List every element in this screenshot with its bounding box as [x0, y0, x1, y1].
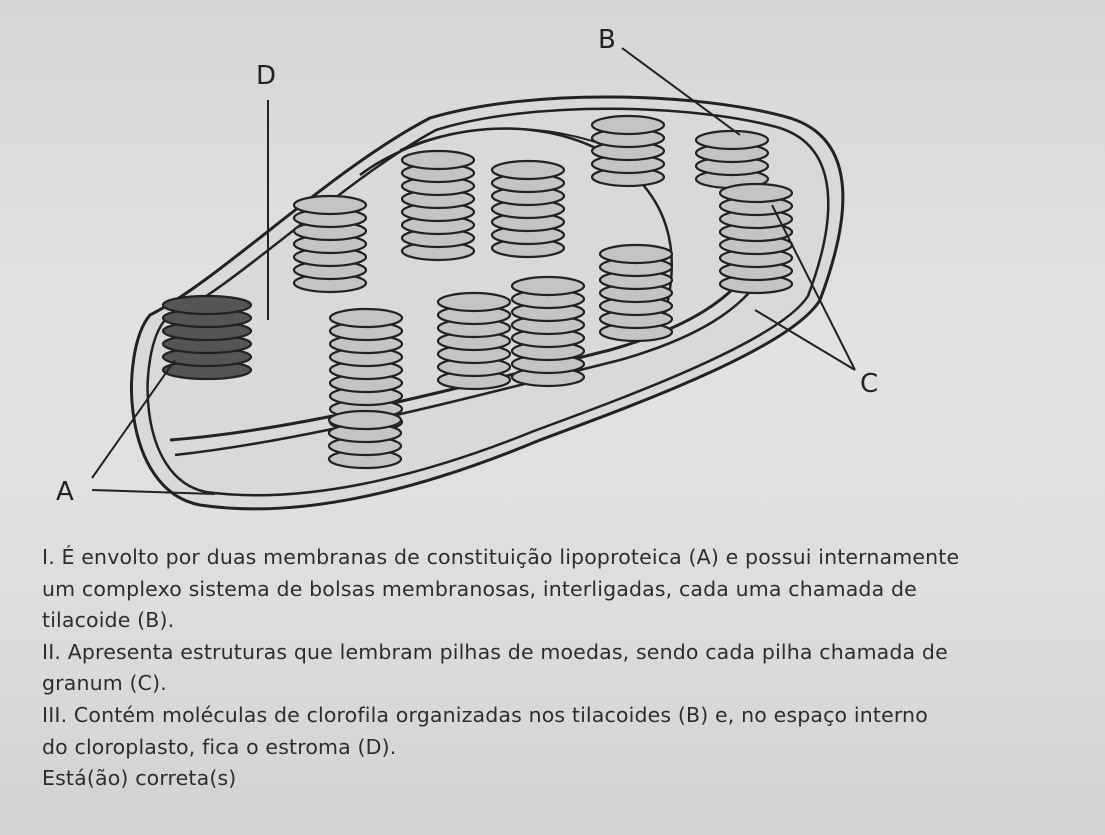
thylakoid-disc: [400, 149, 476, 171]
question-text: I. É envolto por duas membranas de const…: [42, 542, 1092, 795]
granum-stack: [328, 307, 404, 433]
granum-stack: [590, 114, 666, 188]
label-d: D: [256, 61, 276, 91]
granum-stack: [598, 243, 674, 343]
thylakoid-disc: [292, 194, 368, 216]
granum-stack: [718, 182, 794, 295]
thylakoid-disc: [436, 291, 512, 313]
pointer-c: [754, 309, 856, 371]
thylakoid-disc: [161, 294, 253, 316]
label-a: A: [56, 477, 74, 507]
statement-line: III. Contém moléculas de clorofila organ…: [42, 702, 928, 727]
thylakoid-disc: [327, 409, 403, 431]
statement-line: II. Apresenta estruturas que lembram pil…: [42, 639, 948, 664]
grana-group: [161, 114, 794, 470]
granum-stack: [436, 291, 512, 391]
pointer-a: [91, 489, 216, 495]
pointer-a: [91, 359, 176, 479]
statement-line: I. É envolto por duas membranas de const…: [42, 545, 960, 569]
thylakoid-disc: [328, 307, 404, 329]
statement-line: do cloroplasto, fica o estroma (D).: [42, 734, 397, 759]
thylakoid-disc: [590, 114, 666, 136]
pointer-b: [621, 47, 741, 136]
granum-stack: [161, 294, 253, 381]
label-b: B: [598, 25, 616, 55]
pointer-c: [771, 204, 856, 371]
thylakoid-disc: [598, 243, 674, 265]
statement-line: tilacoide (B).: [42, 608, 175, 633]
chloroplast-diagram: B D C A: [56, 25, 878, 511]
granum-stack: [327, 409, 403, 470]
statement-line: um complexo sistema de bolsas membranosa…: [42, 576, 917, 601]
thylakoid-disc: [490, 159, 566, 181]
granum-stack: [510, 275, 586, 388]
statement-line: granum (C).: [42, 671, 167, 696]
granum-stack: [292, 194, 368, 294]
granum-stack: [490, 159, 566, 259]
thylakoid-disc: [718, 182, 794, 204]
thylakoid-disc: [694, 129, 770, 151]
granum-stack: [400, 149, 476, 262]
label-c: C: [860, 369, 878, 399]
granum-stack: [694, 129, 770, 190]
label-pointers: [91, 47, 856, 495]
thylakoid-disc: [510, 275, 586, 297]
statement-line: Está(ão) correta(s): [42, 766, 237, 791]
inner-membrane: [146, 107, 830, 497]
